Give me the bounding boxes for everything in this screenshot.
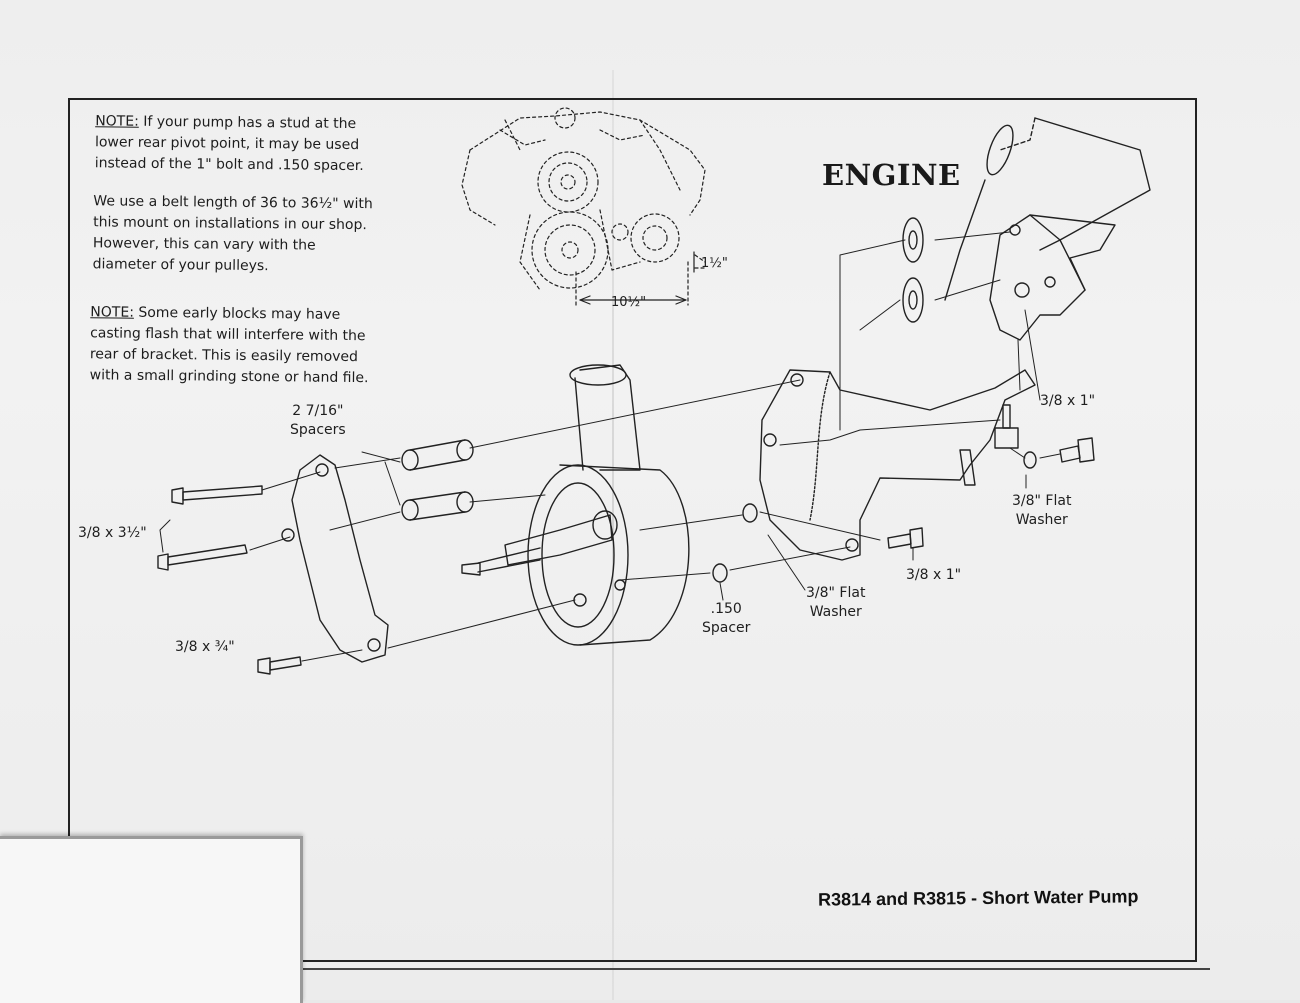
callout-leaders xyxy=(159,451,1027,601)
note-casting-flash: NOTE: Some early blocks may have casting… xyxy=(90,302,421,389)
upper-bracket xyxy=(989,214,1116,341)
spacer-tubes xyxy=(401,439,474,521)
engine-washers xyxy=(902,217,924,323)
spacer-150-callout: .150 Spacer xyxy=(702,601,751,636)
assembly-lines xyxy=(249,231,1061,662)
power-steering-pump xyxy=(461,364,690,646)
short-bolt-callout: 3/8 x ¾" xyxy=(175,639,235,655)
note-label: NOTE: xyxy=(90,304,135,321)
dimension-vertical: 1½" xyxy=(701,256,728,271)
diagram-border xyxy=(68,98,1197,962)
dimension-arrows xyxy=(579,251,695,305)
long-bolt-callout: 3/8 x 3½" xyxy=(78,525,147,541)
spacers-callout: 2 7/16" Spacers xyxy=(290,403,346,438)
dimension-horizontal: 10½" xyxy=(611,295,647,310)
part-number-title: R3814 and R3815 - Short Water Pump xyxy=(817,886,1139,910)
engine-block-outline xyxy=(944,117,1151,301)
note-body: We use a belt length of 36 to 36½" with … xyxy=(92,193,373,275)
long-bolts xyxy=(157,485,263,571)
right-bolt-callout: 3/8 x 1" xyxy=(1040,393,1096,409)
rear-bracket xyxy=(281,454,389,663)
overlapping-paper-corner xyxy=(0,836,303,1003)
note-label: NOTE: xyxy=(95,113,139,130)
middle-bolt-callout: 3/8 x 1" xyxy=(906,567,962,583)
engine-label: ENGINE xyxy=(822,158,961,192)
note-stud-pivot: NOTE: If your pump has a stud at the low… xyxy=(95,111,426,177)
right-washer-callout: 3/8" Flat Washer xyxy=(1012,493,1072,528)
bottom-rule xyxy=(40,968,1210,970)
note-belt-length: We use a belt length of 36 to 36½" with … xyxy=(93,191,424,278)
engine-front-sketch xyxy=(461,107,706,306)
right-hardware xyxy=(712,404,1095,583)
short-bolt xyxy=(257,656,302,675)
main-bracket xyxy=(759,369,1036,561)
middle-washer-callout: 3/8" Flat Washer xyxy=(806,585,866,620)
